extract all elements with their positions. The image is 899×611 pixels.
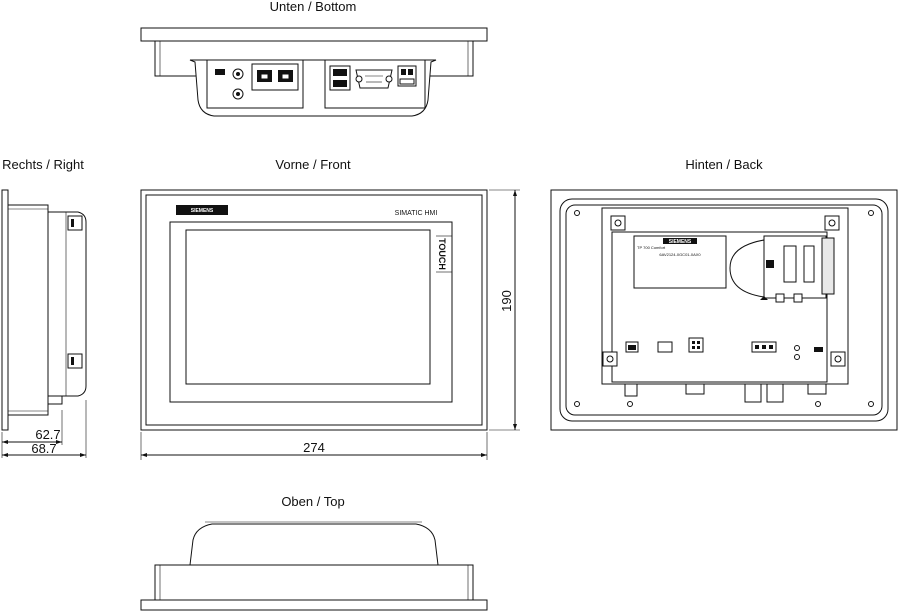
front-view-title: Vorne / Front [275, 157, 351, 172]
connector-icon [744, 383, 762, 403]
back-view: Hinten / Back SIEMENS TP 700 Comfort 6AV… [550, 157, 898, 431]
port-icon [657, 341, 673, 353]
depth-dimension-large: 68.7 [31, 441, 56, 456]
bottom-view-title: Unten / Bottom [270, 0, 357, 14]
screw-icon [574, 210, 874, 407]
audio-jack-icon [794, 345, 800, 351]
connector-icon [685, 383, 705, 395]
back-seal-outer [559, 198, 889, 422]
top-bezel-body [154, 564, 474, 601]
top-view-title: Oben / Top [281, 494, 344, 509]
front-touch-label: TOUCH [437, 238, 447, 270]
usb-port-icon [775, 293, 785, 303]
top-bezel-edge [140, 599, 488, 611]
top-housing [189, 523, 439, 566]
connector-icon [766, 383, 784, 403]
port-icon [688, 337, 704, 353]
right-view-title: Rechts / Right [2, 157, 84, 172]
front-display-frame [169, 221, 453, 403]
back-housing-panel [611, 231, 828, 383]
back-seal-inner [565, 204, 883, 416]
right-bezel-front [1, 189, 9, 431]
mounting-clip [67, 215, 83, 231]
earth-icon [760, 296, 768, 300]
card-slot-cover [729, 239, 765, 298]
front-brand-label: SIEMENS [191, 208, 214, 214]
mounting-clip [67, 353, 83, 369]
front-display-screen [185, 229, 431, 385]
bottom-bezel-edge [140, 27, 488, 42]
back-view-title: Hinten / Back [685, 157, 763, 172]
rating-plate [633, 235, 727, 289]
depth-dimension-small: 62.7 [35, 427, 60, 442]
siemens-logo [176, 205, 228, 215]
usb-mini-port [814, 347, 823, 352]
audio-jack-icon [232, 68, 244, 80]
back-model-label: TP 700 Comfort [637, 245, 666, 250]
front-bezel-inner [145, 194, 483, 426]
back-order-number: 6AV2124-0GC01-0AX0 [659, 252, 701, 257]
bottom-view: Unten / Bottom [140, 0, 488, 117]
front-bezel-outer [140, 189, 488, 431]
height-dimension: 190 [499, 290, 514, 312]
right-view: Rechts / Right 62.7 68.7 [1, 157, 87, 458]
audio-jack-icon [794, 354, 800, 360]
width-dimension: 274 [303, 440, 325, 455]
usb-mini-port [215, 69, 225, 75]
audio-jack-icon [232, 88, 244, 100]
right-bezel-body [7, 204, 49, 416]
back-brand-label: SIEMENS [669, 239, 692, 245]
front-product-label: SIMATIC HMI [395, 210, 438, 217]
right-housing [47, 211, 87, 397]
front-view: Vorne / Front SIEMENS SIMATIC HMI TOUCH … [140, 157, 520, 460]
mounting-clip [602, 215, 846, 367]
top-view: Oben / Top [140, 494, 488, 611]
usb-port-icon [793, 293, 803, 303]
back-bezel-outer [550, 189, 898, 431]
connector-icon [807, 383, 827, 395]
